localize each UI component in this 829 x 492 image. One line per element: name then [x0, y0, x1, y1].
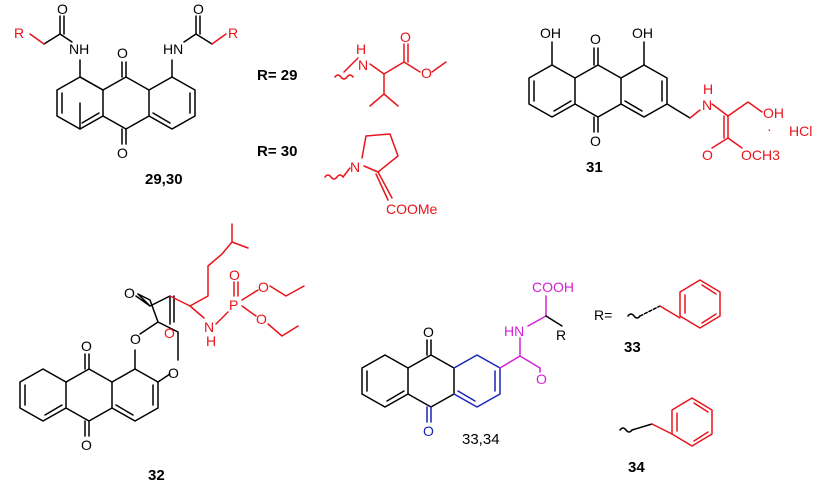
substituent-30: R= 30 N COOMe: [257, 133, 438, 217]
atom-o-32-pet2: O: [258, 279, 269, 295]
atom-o-31-bottom: O: [590, 133, 601, 149]
atom-hcl-31: HCl: [789, 123, 812, 139]
compound-31: O O OH OH H N OH O OCH3 · HCl 31: [528, 25, 812, 176]
atom-o-32-dioxane-b: O: [168, 365, 179, 381]
r29-label: R= 29: [257, 67, 297, 84]
atom-h-29: H: [356, 41, 366, 57]
atom-o-32-dioxane-a: O: [130, 331, 141, 347]
atom-coome-30: COOMe: [386, 201, 438, 217]
compound-33-34: O O O HN COOH R 33,34: [361, 279, 574, 448]
atom-n-30: N: [350, 159, 360, 175]
substituent-29: R= 29 H N O O: [257, 29, 447, 107]
atom-h-32: H: [206, 333, 216, 349]
atom-n-31: N: [702, 97, 712, 113]
atom-cooh-33: COOH: [532, 279, 574, 295]
atom-oh-31-side: OH: [763, 105, 784, 121]
atom-p-32: P: [229, 297, 238, 313]
atom-o-32-top: O: [81, 338, 92, 354]
caption-33: 33: [624, 339, 641, 356]
compound-32: O O O O O O N H P O O O 32: [19, 223, 305, 484]
caption-31: 31: [586, 159, 603, 176]
atom-hn-33: HN: [504, 323, 524, 339]
compound-29-30: O O NH HN O O R R 29,30: [14, 1, 238, 188]
atom-o-bottom: O: [117, 145, 128, 161]
atom-o-33-bottom: O: [423, 423, 434, 439]
atom-nh-left: NH: [69, 41, 89, 57]
caption-34: 34: [628, 459, 645, 476]
atom-o-32-po: O: [229, 267, 240, 283]
atom-o-32-bottom: O: [81, 437, 92, 453]
atom-r-33: R: [556, 327, 566, 343]
caption-29-30: 29,30: [145, 171, 183, 188]
atom-o-32-ether: O: [124, 285, 135, 301]
atom-r-left: R: [14, 25, 24, 41]
atom-och3-31: OCH3: [741, 147, 780, 163]
atom-h-31: H: [703, 81, 713, 97]
atom-o-top: O: [117, 45, 128, 61]
atom-n-29: N: [358, 57, 368, 73]
atom-r-right: R: [228, 25, 238, 41]
substituent-33: R= 33: [594, 279, 721, 356]
atom-o-33-amide: O: [536, 371, 547, 387]
r30-label: R= 30: [257, 143, 297, 160]
atom-o-32-carbonyl: O: [164, 325, 175, 341]
atom-o-amide-right: O: [193, 1, 204, 17]
caption-33-34: 33,34: [462, 431, 500, 448]
caption-32: 32: [148, 467, 165, 484]
substituent-34: 34: [619, 397, 713, 476]
atom-oh-31-right: OH: [632, 25, 653, 41]
atom-n-32: N: [204, 319, 214, 335]
atom-o-amide-left: O: [57, 1, 68, 17]
dot-31: ·: [767, 121, 772, 137]
atom-o-29b: O: [421, 65, 432, 81]
r-label-33: R=: [594, 307, 612, 323]
atom-o-31-top: O: [590, 31, 601, 47]
atom-hn-right: HN: [163, 41, 183, 57]
atom-o-29a: O: [400, 29, 411, 45]
anthraquinone-core-29-30: [56, 59, 196, 145]
atom-oh-31-left: OH: [540, 25, 561, 41]
atom-o-32-pet: O: [256, 311, 267, 327]
atom-o-33-top: O: [423, 324, 434, 340]
atom-o-31-ester: O: [702, 147, 713, 163]
